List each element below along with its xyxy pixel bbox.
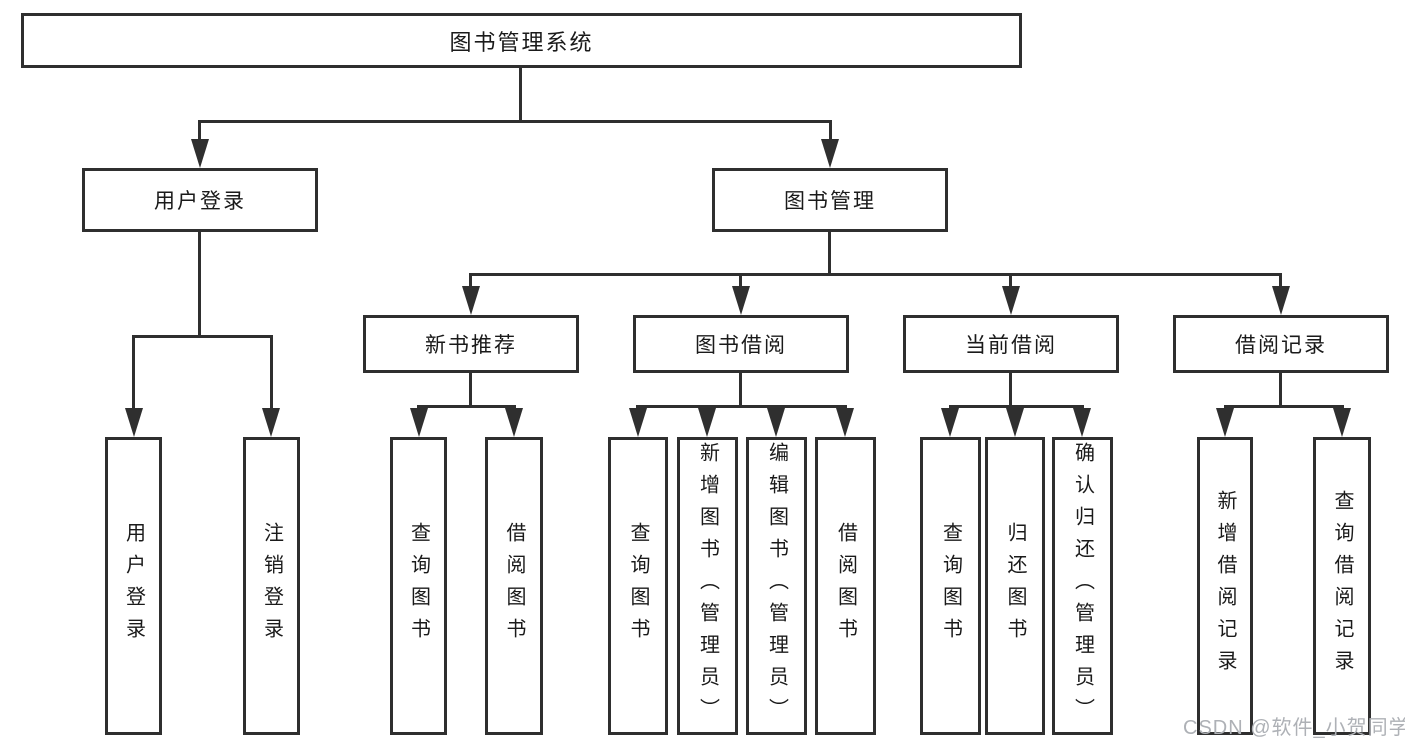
connector-vline	[132, 335, 135, 411]
arrow-down-icon	[941, 408, 959, 437]
node-label: 查询借阅记录	[1331, 490, 1353, 682]
node-query-borrow-record: 查询借阅记录	[1313, 437, 1371, 735]
arrow-down-icon	[1216, 408, 1234, 437]
node-label: 编辑图书（管理员）	[765, 442, 788, 730]
node-logout: 注销登录	[243, 437, 300, 735]
arrow-down-icon	[1002, 286, 1020, 315]
connector-vline	[469, 273, 472, 289]
node-new-book-recommend: 新书推荐	[363, 315, 579, 373]
arrow-down-icon	[732, 286, 750, 315]
arrow-down-icon	[191, 139, 209, 168]
connector-vline	[1009, 273, 1012, 289]
csdn-watermark: CSDN @软件_小贺同学	[1183, 717, 1405, 739]
arrow-down-icon	[629, 408, 647, 437]
node-label: 查询图书	[627, 522, 649, 650]
connector-hline	[949, 405, 1084, 408]
arrow-down-icon	[1073, 408, 1091, 437]
node-label: 用户登录	[122, 522, 145, 650]
arrow-down-icon	[410, 408, 428, 437]
arrow-down-icon	[262, 408, 280, 437]
connector-vline	[198, 232, 201, 338]
node-book-management: 图书管理	[712, 168, 948, 232]
node-label: 新增图书（管理员）	[696, 442, 719, 730]
connector-hline	[470, 273, 1281, 276]
node-borrow-books-recommend: 借阅图书	[485, 437, 543, 735]
connector-vline	[519, 68, 522, 123]
node-return-books: 归还图书	[985, 437, 1045, 735]
arrow-down-icon	[505, 408, 523, 437]
arrow-down-icon	[698, 408, 716, 437]
connector-hline	[417, 405, 516, 408]
node-label: 新增借阅记录	[1214, 490, 1236, 682]
connector-vline	[739, 373, 742, 408]
connector-hline	[636, 405, 847, 408]
node-query-books-recommend: 查询图书	[390, 437, 447, 735]
node-label: 注销登录	[260, 522, 283, 650]
node-user-login: 用户登录	[82, 168, 318, 232]
arrow-down-icon	[1272, 286, 1290, 315]
connector-vline	[1009, 373, 1012, 408]
node-label: 查询图书	[939, 522, 962, 650]
node-query-books-current: 查询图书	[920, 437, 981, 735]
arrow-down-icon	[821, 139, 839, 168]
arrow-down-icon	[125, 408, 143, 437]
connector-vline	[739, 273, 742, 289]
node-current-borrowing: 当前借阅	[903, 315, 1119, 373]
connector-vline	[1279, 373, 1282, 408]
node-label: 借阅图书	[834, 522, 857, 650]
arrow-down-icon	[1333, 408, 1351, 437]
connector-vline	[469, 373, 472, 408]
node-label: 确认归还（管理员）	[1071, 442, 1094, 730]
connector-vline	[829, 120, 832, 148]
node-label: 借阅图书	[503, 522, 525, 650]
node-book-borrowing: 图书借阅	[633, 315, 849, 373]
arrow-down-icon	[767, 408, 785, 437]
node-label: 归还图书	[1004, 522, 1026, 650]
node-add-books-admin: 新增图书（管理员）	[677, 437, 738, 735]
node-borrow-books-borrowing: 借阅图书	[815, 437, 876, 735]
connector-vline	[1279, 273, 1282, 289]
connector-vline	[198, 120, 201, 148]
arrow-down-icon	[1006, 408, 1024, 437]
node-borrowing-records: 借阅记录	[1173, 315, 1389, 373]
connector-hline	[1224, 405, 1344, 408]
node-label: 查询图书	[407, 522, 430, 650]
node-query-books-borrowing: 查询图书	[608, 437, 668, 735]
node-add-borrow-record: 新增借阅记录	[1197, 437, 1253, 735]
connector-hline	[132, 335, 273, 338]
arrow-down-icon	[836, 408, 854, 437]
arrow-down-icon	[462, 286, 480, 315]
node-user-login-leaf: 用户登录	[105, 437, 162, 735]
node-library-management-system: 图书管理系统	[21, 13, 1022, 68]
connector-vline	[270, 335, 273, 411]
node-edit-books-admin: 编辑图书（管理员）	[746, 437, 807, 735]
connector-vline	[828, 232, 831, 276]
connector-hline	[198, 120, 832, 123]
node-confirm-return-admin: 确认归还（管理员）	[1052, 437, 1113, 735]
